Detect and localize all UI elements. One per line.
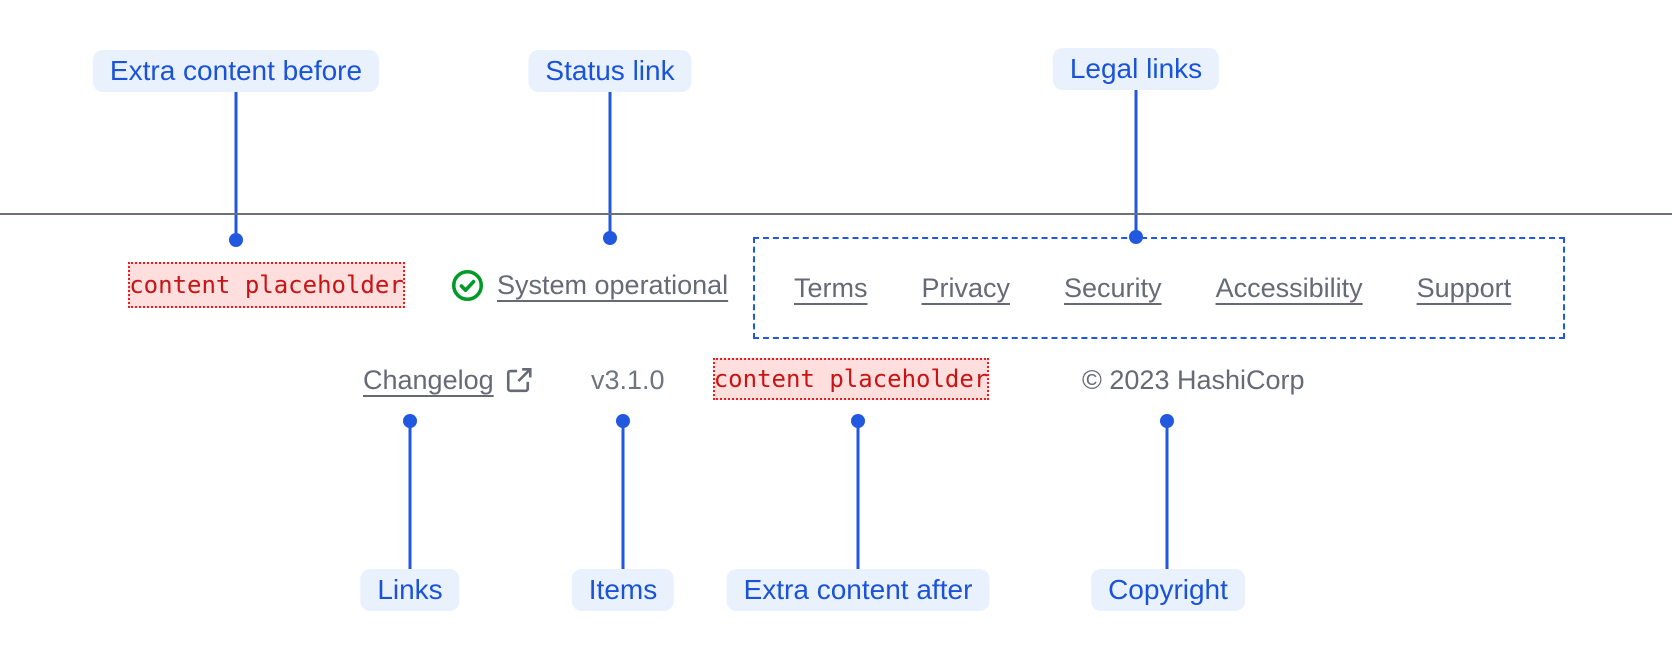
callout-label: Copyright	[1108, 574, 1228, 605]
status-link-label: System operational	[497, 269, 729, 300]
check-circle-icon	[451, 269, 484, 302]
callout-extra-content-before: Extra content before	[92, 50, 380, 92]
copyright-text: © 2023 HashiCorp	[1082, 364, 1305, 395]
legal-link-accessibility[interactable]: Accessibility	[1215, 272, 1363, 303]
connector-line	[621, 421, 625, 569]
legal-links-region: Terms Privacy Security Accessibility Sup…	[753, 237, 1565, 339]
callout-items: Items	[571, 569, 675, 611]
version-label: v3.1.0	[591, 364, 665, 395]
external-link-icon	[504, 365, 534, 395]
callout-label: Items	[588, 574, 658, 605]
status-link[interactable]: System operational	[451, 262, 728, 308]
changelog-link-label: Changelog	[363, 364, 494, 395]
extra-content-after-placeholder: content placeholder	[713, 358, 989, 400]
callout-label: Status link	[545, 55, 675, 86]
extra-content-before-placeholder: content placeholder	[128, 262, 405, 308]
connector-line	[234, 92, 238, 234]
callout-links: Links	[360, 569, 460, 611]
connector-line	[1165, 421, 1169, 569]
connector-line	[1134, 90, 1138, 231]
legal-link-support[interactable]: Support	[1416, 272, 1512, 303]
placeholder-text: content placeholder	[129, 271, 404, 299]
connector-line	[408, 421, 412, 569]
callout-legal-links: Legal links	[1052, 48, 1220, 90]
legal-link-terms[interactable]: Terms	[794, 272, 868, 303]
callout-status-link: Status link	[528, 50, 692, 92]
callout-extra-content-after: Extra content after	[726, 569, 990, 611]
callout-label: Extra content before	[109, 55, 363, 86]
footer-top-border	[0, 213, 1672, 215]
legal-link-security[interactable]: Security	[1064, 272, 1162, 303]
placeholder-text: content placeholder	[713, 365, 989, 393]
connector-dot	[229, 233, 243, 247]
connector-line	[856, 421, 860, 569]
callout-label: Legal links	[1069, 53, 1203, 84]
callout-label: Links	[377, 574, 443, 605]
callout-label: Extra content after	[743, 574, 973, 605]
connector-dot	[603, 231, 617, 245]
callout-copyright: Copyright	[1091, 569, 1245, 611]
changelog-link[interactable]: Changelog	[363, 357, 534, 403]
legal-link-privacy[interactable]: Privacy	[921, 272, 1011, 303]
connector-line	[608, 92, 612, 232]
